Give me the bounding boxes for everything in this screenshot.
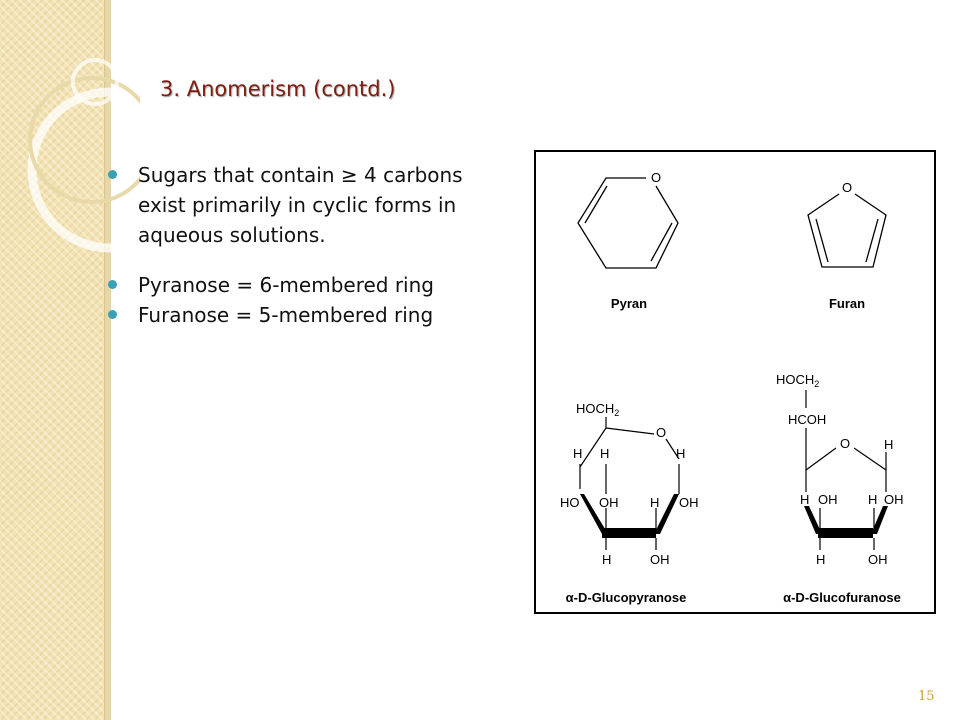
sidebar-edge [104,0,111,720]
glucopyranose-ho-c4: HO [560,495,580,510]
glucopyranose-h-c3: H [602,552,611,567]
glucopyranose-oh-c3: OH [599,495,619,510]
pyran-label: Pyran [611,296,647,311]
decorative-circles [27,58,140,253]
bullet-item: Furanose = 5-membered ring [108,300,508,330]
glucopyranose-h-c1: H [676,446,685,461]
glucopyranose-ring-oxygen: O [656,425,666,440]
bullet-icon [108,310,117,319]
sugar-structures-figure: O Pyran O Furan HOCH2 O H H H HO OH [534,150,936,614]
glucofuranose-h-c1: H [884,437,893,452]
glucopyranose-oh-c1: OH [679,495,699,510]
pyran-structure: O Pyran [577,170,679,311]
bullet-text: Furanose = 5-membered ring [138,303,434,327]
glucopyranose-h-c5: H [600,446,609,461]
glucofuranose-oh-c3: OH [818,492,838,507]
glucopyranose-structure: HOCH2 O H H H HO OH H OH H OH α-D-Gl [560,401,699,605]
glucopyranose-label: α-D-Glucopyranose [566,590,687,605]
slide-title: 3. Anomerism (contd.) [160,77,396,101]
glucopyranose-oh-c2: OH [650,552,670,567]
bullet-item: Pyranose = 6-membered ring [108,270,508,300]
bullet-text: Pyranose = 6-membered ring [138,273,434,297]
glucofuranose-oh-c2: OH [868,552,888,567]
glucofuranose-label: α-D-Glucofuranose [783,590,901,605]
glucofuranose-oh-c1: OH [884,492,904,507]
glucopyranose-h-c4: H [573,446,582,461]
furan-oxygen: O [842,180,852,195]
glucofuranose-h-c2: H [868,492,877,507]
glucopyranose-h-c2: H [650,495,659,510]
bullet-icon [108,280,117,289]
bullet-list: Sugars that contain ≥ 4 carbons exist pr… [108,160,508,330]
furan-structure: O Furan [807,180,887,311]
page-number: 15 [918,689,935,704]
bullet-text: Sugars that contain ≥ 4 carbons exist pr… [138,163,463,247]
bullet-icon [108,170,117,179]
glucofuranose-hcoh: HCOH [788,412,826,427]
glucofuranose-h-c3: H [816,552,825,567]
bullet-item: Sugars that contain ≥ 4 carbons exist pr… [108,160,508,250]
glucopyranose-hoch2: HOCH2 [576,401,619,418]
glucofuranose-h-c4: H [800,492,809,507]
glucofuranose-ring-oxygen: O [840,436,850,451]
glucofuranose-hoch2: HOCH2 [776,372,819,389]
glucofuranose-structure: HOCH2 HCOH O H H OH H OH H OH α-D-Glucof… [776,372,904,605]
furan-label: Furan [829,296,865,311]
pyran-oxygen: O [651,170,661,185]
